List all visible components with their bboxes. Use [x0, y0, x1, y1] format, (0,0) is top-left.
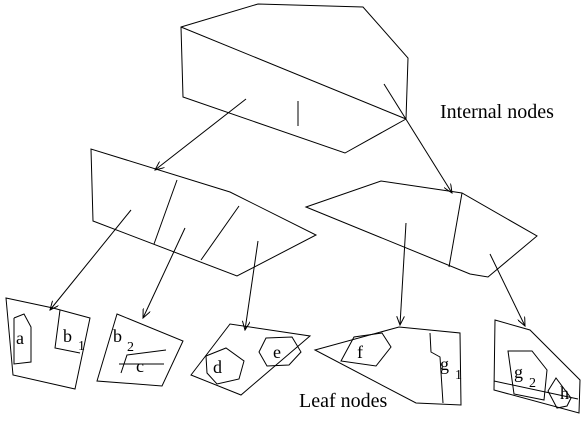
- cell-label-e: e: [273, 342, 281, 362]
- root-arrows: [155, 83, 452, 193]
- cell-label-d: d: [213, 357, 222, 377]
- root-node: [180, 3, 409, 154]
- internal-node-right: [304, 180, 538, 278]
- leaf-arrows: [50, 209, 525, 330]
- cell-label-g2-sub: 2: [529, 376, 536, 391]
- cell-label-g1: g: [440, 354, 449, 374]
- leaf-nodes-label: Leaf nodes: [299, 390, 388, 412]
- leaf-node-a-b1: a b 1: [5, 297, 91, 390]
- cell-label-b1: b: [63, 326, 72, 346]
- cell-label-b2-sub: 2: [127, 340, 134, 355]
- leaf-node-f-g1: f g 1: [313, 326, 462, 406]
- cell-label-b2: b: [113, 326, 122, 346]
- internal-nodes-label: Internal nodes: [440, 101, 554, 123]
- cell-label-a: a: [16, 328, 24, 348]
- leaf-node-d-e: d e: [190, 323, 312, 396]
- leaf-node-b2-c: b 2 c: [96, 313, 184, 387]
- cell-label-g2: g: [514, 362, 523, 382]
- cell-label-f: f: [357, 342, 363, 362]
- cell-label-c: c: [136, 356, 144, 376]
- cell-label-g1-sub: 1: [455, 368, 462, 383]
- internal-node-left: [90, 148, 318, 277]
- cell-label-h: h: [560, 383, 569, 403]
- cell-label-b1-sub: 1: [78, 339, 85, 354]
- leaf-node-g2-h: g 2 h: [493, 319, 581, 414]
